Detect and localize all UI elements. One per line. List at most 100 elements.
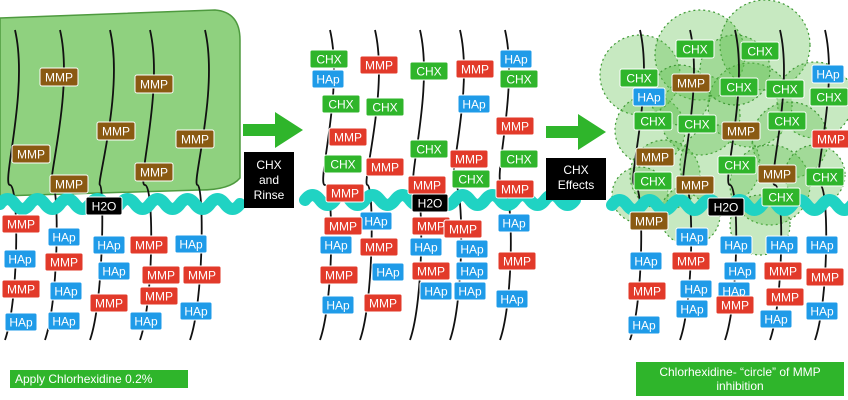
mmp-label: MMP — [39, 67, 79, 87]
label-text: MMP — [641, 151, 669, 165]
label-text: MMP — [817, 133, 845, 147]
label-text: HAp — [9, 316, 33, 330]
step-rinse-line3: Rinse — [253, 188, 285, 202]
hap-label: HAp — [805, 235, 839, 255]
label-text: MMP — [811, 271, 839, 285]
label-text: MMP — [331, 187, 359, 201]
label-text: HAp — [770, 239, 794, 253]
mmp-label: MMP — [671, 251, 711, 271]
label-text: HAp — [632, 319, 656, 333]
label-text: MMP — [55, 178, 83, 192]
mmp-label: MMP — [811, 129, 848, 149]
chx-label: CHX — [633, 111, 673, 131]
label-text: HAp — [414, 241, 438, 255]
mmp-label: MMP — [49, 174, 89, 194]
label-text: MMP — [102, 125, 130, 139]
mmp-label: MMP — [134, 74, 174, 94]
chx-label: CHX — [409, 61, 449, 81]
label-text: MMP — [681, 179, 709, 193]
label-text: MMP — [449, 223, 477, 237]
label-text: HAp — [460, 265, 484, 279]
mmp-label: MMP — [721, 121, 761, 141]
label-text: HAp — [500, 293, 524, 307]
mmp-label: MMP — [805, 267, 845, 287]
label-text: MMP — [334, 131, 362, 145]
chx-label: CHX — [765, 79, 805, 99]
hap-label: HAp — [47, 227, 81, 247]
mmp-label: MMP — [765, 287, 805, 307]
label-text: HAp — [316, 73, 340, 87]
label-text: HAp — [134, 315, 158, 329]
label-text: H2O — [418, 197, 443, 211]
label-text: HAp — [97, 239, 121, 253]
label-text: MMP — [135, 239, 163, 253]
mmp-label: MMP — [411, 216, 451, 236]
label-text: CHX — [458, 173, 483, 187]
hap-label: HAp — [321, 295, 355, 315]
chx-label: CHX — [809, 87, 848, 107]
label-text: HAp — [684, 283, 708, 297]
label-text: HAp — [764, 313, 788, 327]
label-text: CHX — [682, 43, 707, 57]
label-text: MMP — [369, 297, 397, 311]
label-text: MMP — [771, 291, 799, 305]
mmp-label: MMP — [449, 149, 489, 169]
label-text: CHX — [416, 143, 441, 157]
label-text: CHX — [724, 159, 749, 173]
hap-label: HAp — [632, 87, 666, 107]
label-text: CHX — [812, 171, 837, 185]
chx-label: CHX — [365, 97, 405, 117]
step-effects-line2: Effects — [557, 178, 595, 192]
mmp-label: MMP — [443, 219, 483, 239]
hap-label: HAp — [311, 69, 345, 89]
mmp-label: MMP — [627, 281, 667, 301]
label-text: HAp — [364, 215, 388, 229]
label-text: MMP — [677, 77, 705, 91]
mmp-label: MMP — [139, 286, 179, 306]
hap-label: HAp — [49, 281, 83, 301]
step-rinse-line1: CHX — [256, 158, 282, 172]
label-text: HAp — [458, 285, 482, 299]
label-text: MMP — [365, 241, 393, 255]
mmp-label: MMP — [629, 211, 669, 231]
mmp-label: MMP — [411, 261, 451, 281]
hap-label: HAp — [174, 234, 208, 254]
label-text: HAp — [680, 303, 704, 317]
label-text: HAp — [54, 285, 78, 299]
mmp-label: MMP — [325, 183, 365, 203]
chx-label: CHX — [677, 114, 717, 134]
label-text: HAp — [810, 239, 834, 253]
mmp-label: MMP — [407, 175, 447, 195]
mmp-label: MMP — [129, 235, 169, 255]
mmp-label: MMP — [134, 162, 174, 182]
label-text: HAp — [634, 255, 658, 269]
mmp-label: MMP — [11, 144, 51, 164]
hap-label: HAp — [179, 301, 213, 321]
right-arrow-icon — [243, 112, 303, 148]
hap-label: HAp — [92, 235, 126, 255]
right-arrow-icon — [546, 114, 606, 150]
caption-chx-circle: Chlorhexidine- “circle” of MMP inhibitio… — [636, 362, 844, 396]
label-text: HAp — [376, 266, 400, 280]
arrows-layer — [243, 112, 606, 150]
step-label-chx-rinse: CHX and Rinse — [244, 152, 294, 208]
h2o-label: H2O — [707, 197, 745, 217]
hap-label: HAp — [497, 213, 531, 233]
hap-label: HAp — [675, 299, 709, 319]
hap-label: HAp — [765, 235, 799, 255]
hap-label: HAp — [359, 211, 393, 231]
label-text: MMP — [365, 59, 393, 73]
hap-label: HAp — [759, 309, 793, 329]
label-text: CHX — [372, 101, 397, 115]
mmp-label: MMP — [455, 59, 495, 79]
label-text: HAp — [52, 231, 76, 245]
label-text: MMP — [635, 215, 663, 229]
label-text: MMP — [763, 168, 791, 182]
label-text: HAp — [816, 68, 840, 82]
label-text: MMP — [417, 265, 445, 279]
label-text: MMP — [769, 265, 797, 279]
hap-label: HAp — [453, 281, 487, 301]
label-text: HAp — [462, 98, 486, 112]
label-text: MMP — [140, 78, 168, 92]
